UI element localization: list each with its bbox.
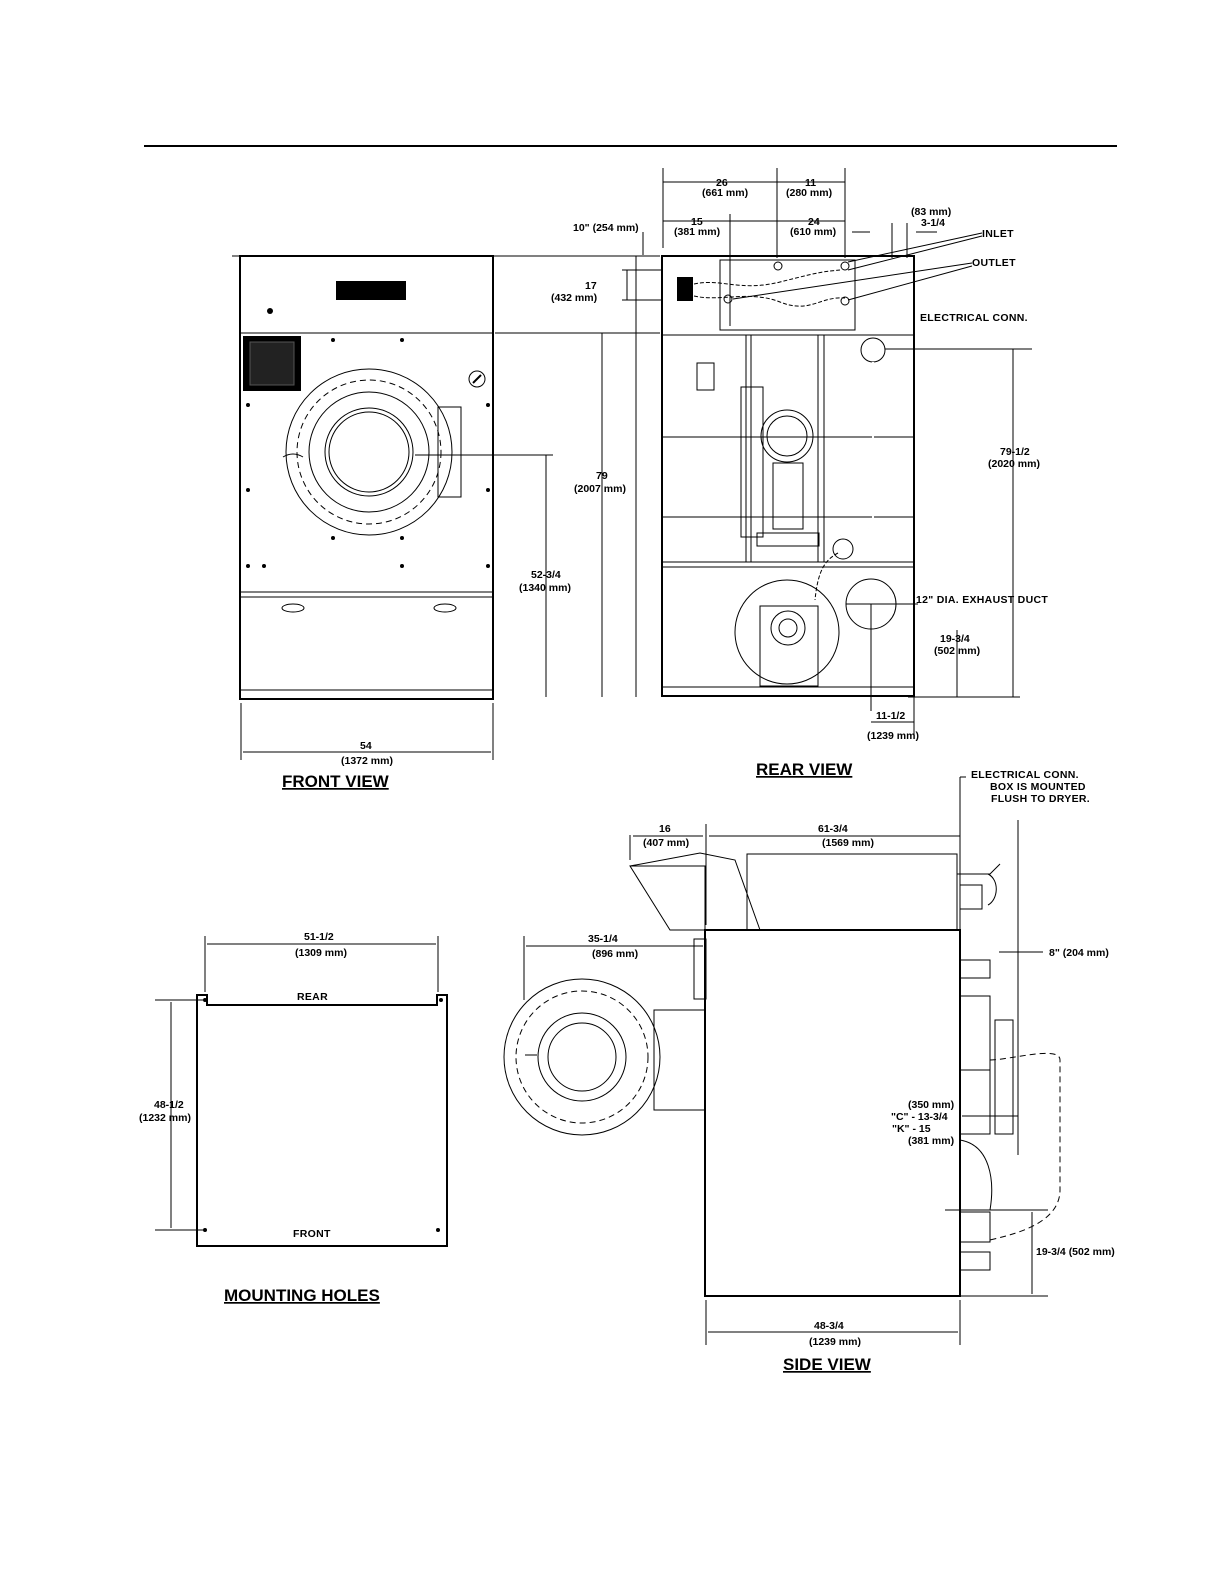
electrical-conn-icon bbox=[860, 337, 886, 363]
front-view-title: FRONT VIEW bbox=[282, 772, 390, 791]
side-ck-k: "K" - 15 bbox=[892, 1123, 931, 1135]
side-note-1: ELECTRICAL CONN. bbox=[971, 769, 1079, 781]
mount-width-mm: (1309 mm) bbox=[295, 947, 347, 959]
front-view bbox=[232, 255, 660, 760]
mount-depth-mm: (1232 mm) bbox=[139, 1112, 191, 1124]
side-ck-mm2: (381 mm) bbox=[908, 1135, 954, 1147]
mount-depth: 48-1/2 bbox=[154, 1099, 184, 1111]
rear-top-a-mm: (661 mm) bbox=[702, 187, 748, 199]
front-door-height-label: 52-3/4 bbox=[531, 569, 561, 581]
rear-top-b-mm: (280 mm) bbox=[786, 187, 832, 199]
exhaust-duct-label: 12" DIA. EXHAUST DUCT bbox=[916, 594, 1048, 606]
rear-ten-inch: 10" (254 mm) bbox=[573, 222, 639, 234]
gauge-icon bbox=[468, 370, 486, 388]
mounting-holes-view bbox=[155, 936, 448, 1247]
electrical-conn-label: ELECTRICAL CONN. bbox=[920, 312, 1028, 324]
rear-exhaust-offset-mm: (1239 mm) bbox=[867, 730, 919, 742]
side-exhaust-height: 19-3/4 (502 mm) bbox=[1036, 1246, 1115, 1258]
mount-width: 51-1/2 bbox=[304, 931, 334, 943]
side-note-3: FLUSH TO DRYER. bbox=[991, 793, 1090, 805]
rear-top-a: 26 bbox=[716, 177, 728, 189]
rear-mid-a-mm: (381 mm) bbox=[674, 226, 720, 238]
front-height-label: 79 bbox=[596, 470, 608, 482]
rear-view-title: REAR VIEW bbox=[756, 760, 853, 779]
electrical-box-icon bbox=[677, 277, 693, 301]
side-door: 35-1/4 bbox=[588, 933, 618, 945]
side-base: 48-3/4 bbox=[814, 1320, 844, 1332]
side-view-title: SIDE VIEW bbox=[783, 1355, 872, 1374]
front-width-mm: (1372 mm) bbox=[341, 755, 393, 767]
front-width-label: 54 bbox=[360, 740, 372, 752]
rear-total-height-mm: (2020 mm) bbox=[988, 458, 1040, 470]
side-ck-mm1: (350 mm) bbox=[908, 1099, 954, 1111]
mount-front-label: FRONT bbox=[293, 1228, 331, 1240]
side-door-mm: (896 mm) bbox=[592, 948, 638, 960]
control-display bbox=[336, 281, 406, 300]
rear-view bbox=[622, 168, 1032, 735]
mounting-holes-title: MOUNTING HOLES bbox=[224, 1286, 380, 1305]
rear-top-b: 11 bbox=[805, 177, 816, 189]
front-door-height-mm: (1340 mm) bbox=[519, 582, 571, 594]
side-door bbox=[503, 978, 661, 1136]
front-door-outer bbox=[285, 368, 453, 536]
side-hood: 16 bbox=[659, 823, 671, 835]
rear-exhaust-height-mm: (502 mm) bbox=[934, 645, 980, 657]
rear-h17-mm: (432 mm) bbox=[551, 292, 597, 304]
side-note-2: BOX IS MOUNTED bbox=[990, 781, 1086, 793]
side-ck-c: "C" - 13-3/4 bbox=[891, 1111, 948, 1123]
rear-gap-mm: (83 mm) bbox=[911, 206, 951, 218]
rear-h17: 17 bbox=[585, 280, 597, 292]
inlet-label: INLET bbox=[982, 228, 1014, 240]
side-eight: 8" (204 mm) bbox=[1049, 947, 1109, 959]
rear-gap: 3-1/4 bbox=[921, 217, 945, 229]
side-base-mm: (1239 mm) bbox=[809, 1336, 861, 1348]
front-height-mm: (2007 mm) bbox=[574, 483, 626, 495]
mount-rear-label: REAR bbox=[297, 991, 328, 1003]
side-view bbox=[503, 776, 1061, 1345]
rear-exhaust-height: 19-3/4 bbox=[940, 633, 970, 645]
side-hood-mm: (407 mm) bbox=[643, 837, 689, 849]
side-top-mm: (1569 mm) bbox=[822, 837, 874, 849]
rear-mid-a: 15 bbox=[691, 216, 703, 228]
rear-total-height: 79-1/2 bbox=[1000, 446, 1030, 458]
side-top: 61-3/4 bbox=[818, 823, 848, 835]
rear-mid-b: 24 bbox=[808, 216, 820, 228]
outlet-label: OUTLET bbox=[972, 257, 1016, 269]
rear-exhaust-offset: 11-1/2 bbox=[876, 710, 905, 722]
rear-mid-b-mm: (610 mm) bbox=[790, 226, 836, 238]
